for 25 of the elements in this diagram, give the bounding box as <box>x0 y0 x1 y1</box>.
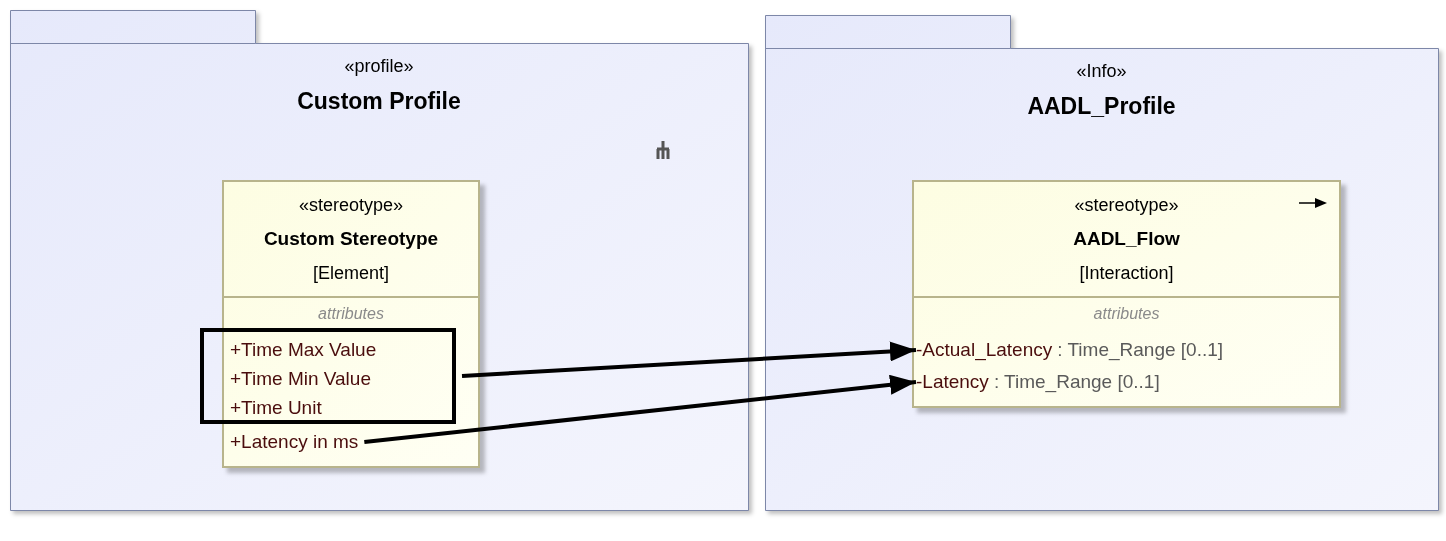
stereotype-label: «stereotype» <box>298 194 404 217</box>
arrow <box>364 374 917 444</box>
stereotype-label: «Info» <box>1076 60 1127 83</box>
class-name: AADL_Flow <box>1073 227 1180 251</box>
attribute-type: : Time_Range [0..1] <box>993 370 1160 395</box>
stereotype-class-box <box>222 180 480 468</box>
attribute-type: : Time_Range [0..1] <box>1057 338 1224 363</box>
arrow <box>461 341 917 378</box>
highlight-frame <box>200 328 456 424</box>
metaclass-label: [Element] <box>312 262 389 285</box>
stereotype-label: «stereotype» <box>1074 194 1179 217</box>
stereotype-label: «profile» <box>344 55 414 78</box>
package-title: Custom Profile <box>297 87 461 115</box>
attribute-text: +Time Unit <box>230 396 323 420</box>
attribute-text: +Time Min Value <box>230 367 372 391</box>
package-title: AADL_Profile <box>1027 92 1176 120</box>
attribute-name: +Latency in ms <box>230 430 359 454</box>
stereotype-class-box <box>912 180 1341 408</box>
attribute-name: -Actual_Latency <box>916 338 1053 363</box>
metaclass-label: [Interaction] <box>1079 262 1174 285</box>
attribute-name: -Latency <box>916 370 989 394</box>
compartment-label: attributes <box>318 304 384 324</box>
class-name: Custom Stereotype <box>263 227 439 251</box>
attribute-text: +Time Max Value <box>230 338 378 362</box>
compartment-label: attributes <box>1093 304 1160 324</box>
